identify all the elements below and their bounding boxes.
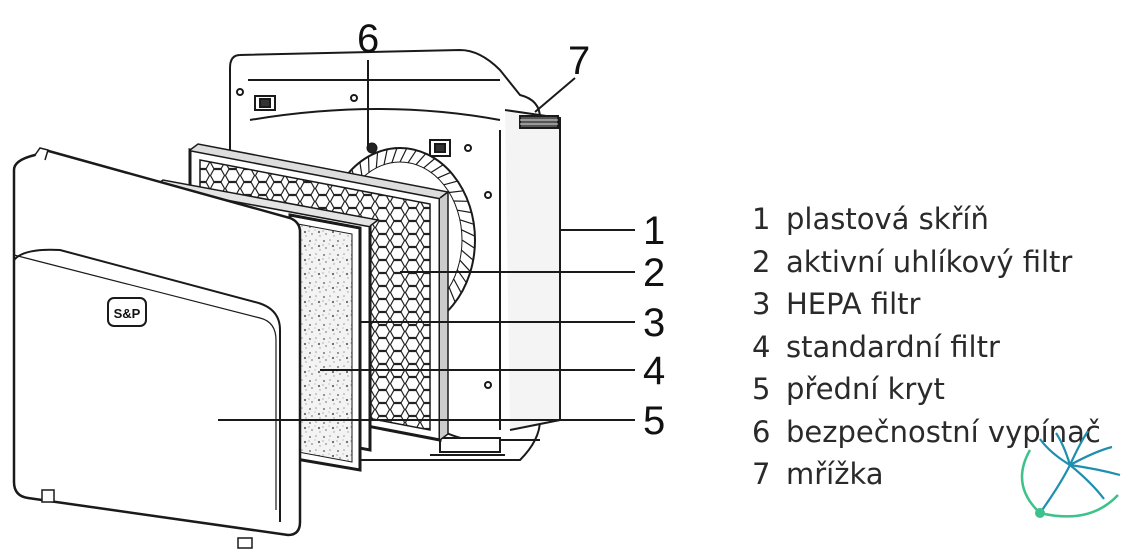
legend-number: 3: [752, 287, 771, 321]
legend-item: 5 přední kryt: [752, 368, 1101, 411]
cover-badge: S&P: [114, 306, 141, 321]
grille: [504, 109, 561, 431]
legend-item: 3 HEPA filtr: [752, 283, 1101, 326]
legend-label: aktivní uhlíkový filtr: [786, 244, 1073, 279]
legend-label: mřížka: [786, 457, 884, 491]
legend-number: 5: [752, 372, 771, 406]
callout-4: 4: [643, 349, 665, 393]
legend-label: standardní filtr: [786, 329, 1000, 364]
legend-number: 6: [752, 414, 771, 449]
callout-6: 6: [357, 17, 379, 61]
callout-7: 7: [568, 39, 590, 83]
legend-number: 7: [752, 457, 771, 491]
legend-number: 2: [752, 244, 771, 279]
legend-label: HEPA filtr: [786, 287, 921, 321]
legend-item: 6 bezpečnostní vypínač: [752, 411, 1101, 454]
legend-label: plastová skříň: [786, 202, 989, 236]
dandelion-logo-icon: [1020, 430, 1121, 518]
callout-3: 3: [643, 301, 665, 345]
legend-label: přední kryt: [786, 372, 945, 406]
callout-5: 5: [643, 399, 665, 443]
brand-logo-icon: S&P: [107, 297, 147, 327]
legend-item: 7 mřížka: [752, 453, 1101, 496]
legend-number: 1: [752, 202, 771, 236]
standard-filter: [288, 213, 362, 472]
legend-number: 4: [752, 329, 771, 364]
legend-item: 2 aktivní uhlíkový filtr: [752, 241, 1101, 284]
leader-7: [534, 77, 576, 113]
callout-1: 1: [643, 209, 665, 253]
callout-2: 2: [643, 251, 665, 295]
legend-label: bezpečnostní vypínač: [786, 414, 1101, 449]
legend-item: 1 plastová skříň: [752, 198, 1101, 241]
callout-numbers: 1 2 3 4 5 6 7: [357, 17, 665, 443]
legend-item: 4 standardní filtr: [752, 326, 1101, 369]
leader-lines: [218, 60, 635, 421]
front-cover: S&P: [12, 147, 302, 549]
